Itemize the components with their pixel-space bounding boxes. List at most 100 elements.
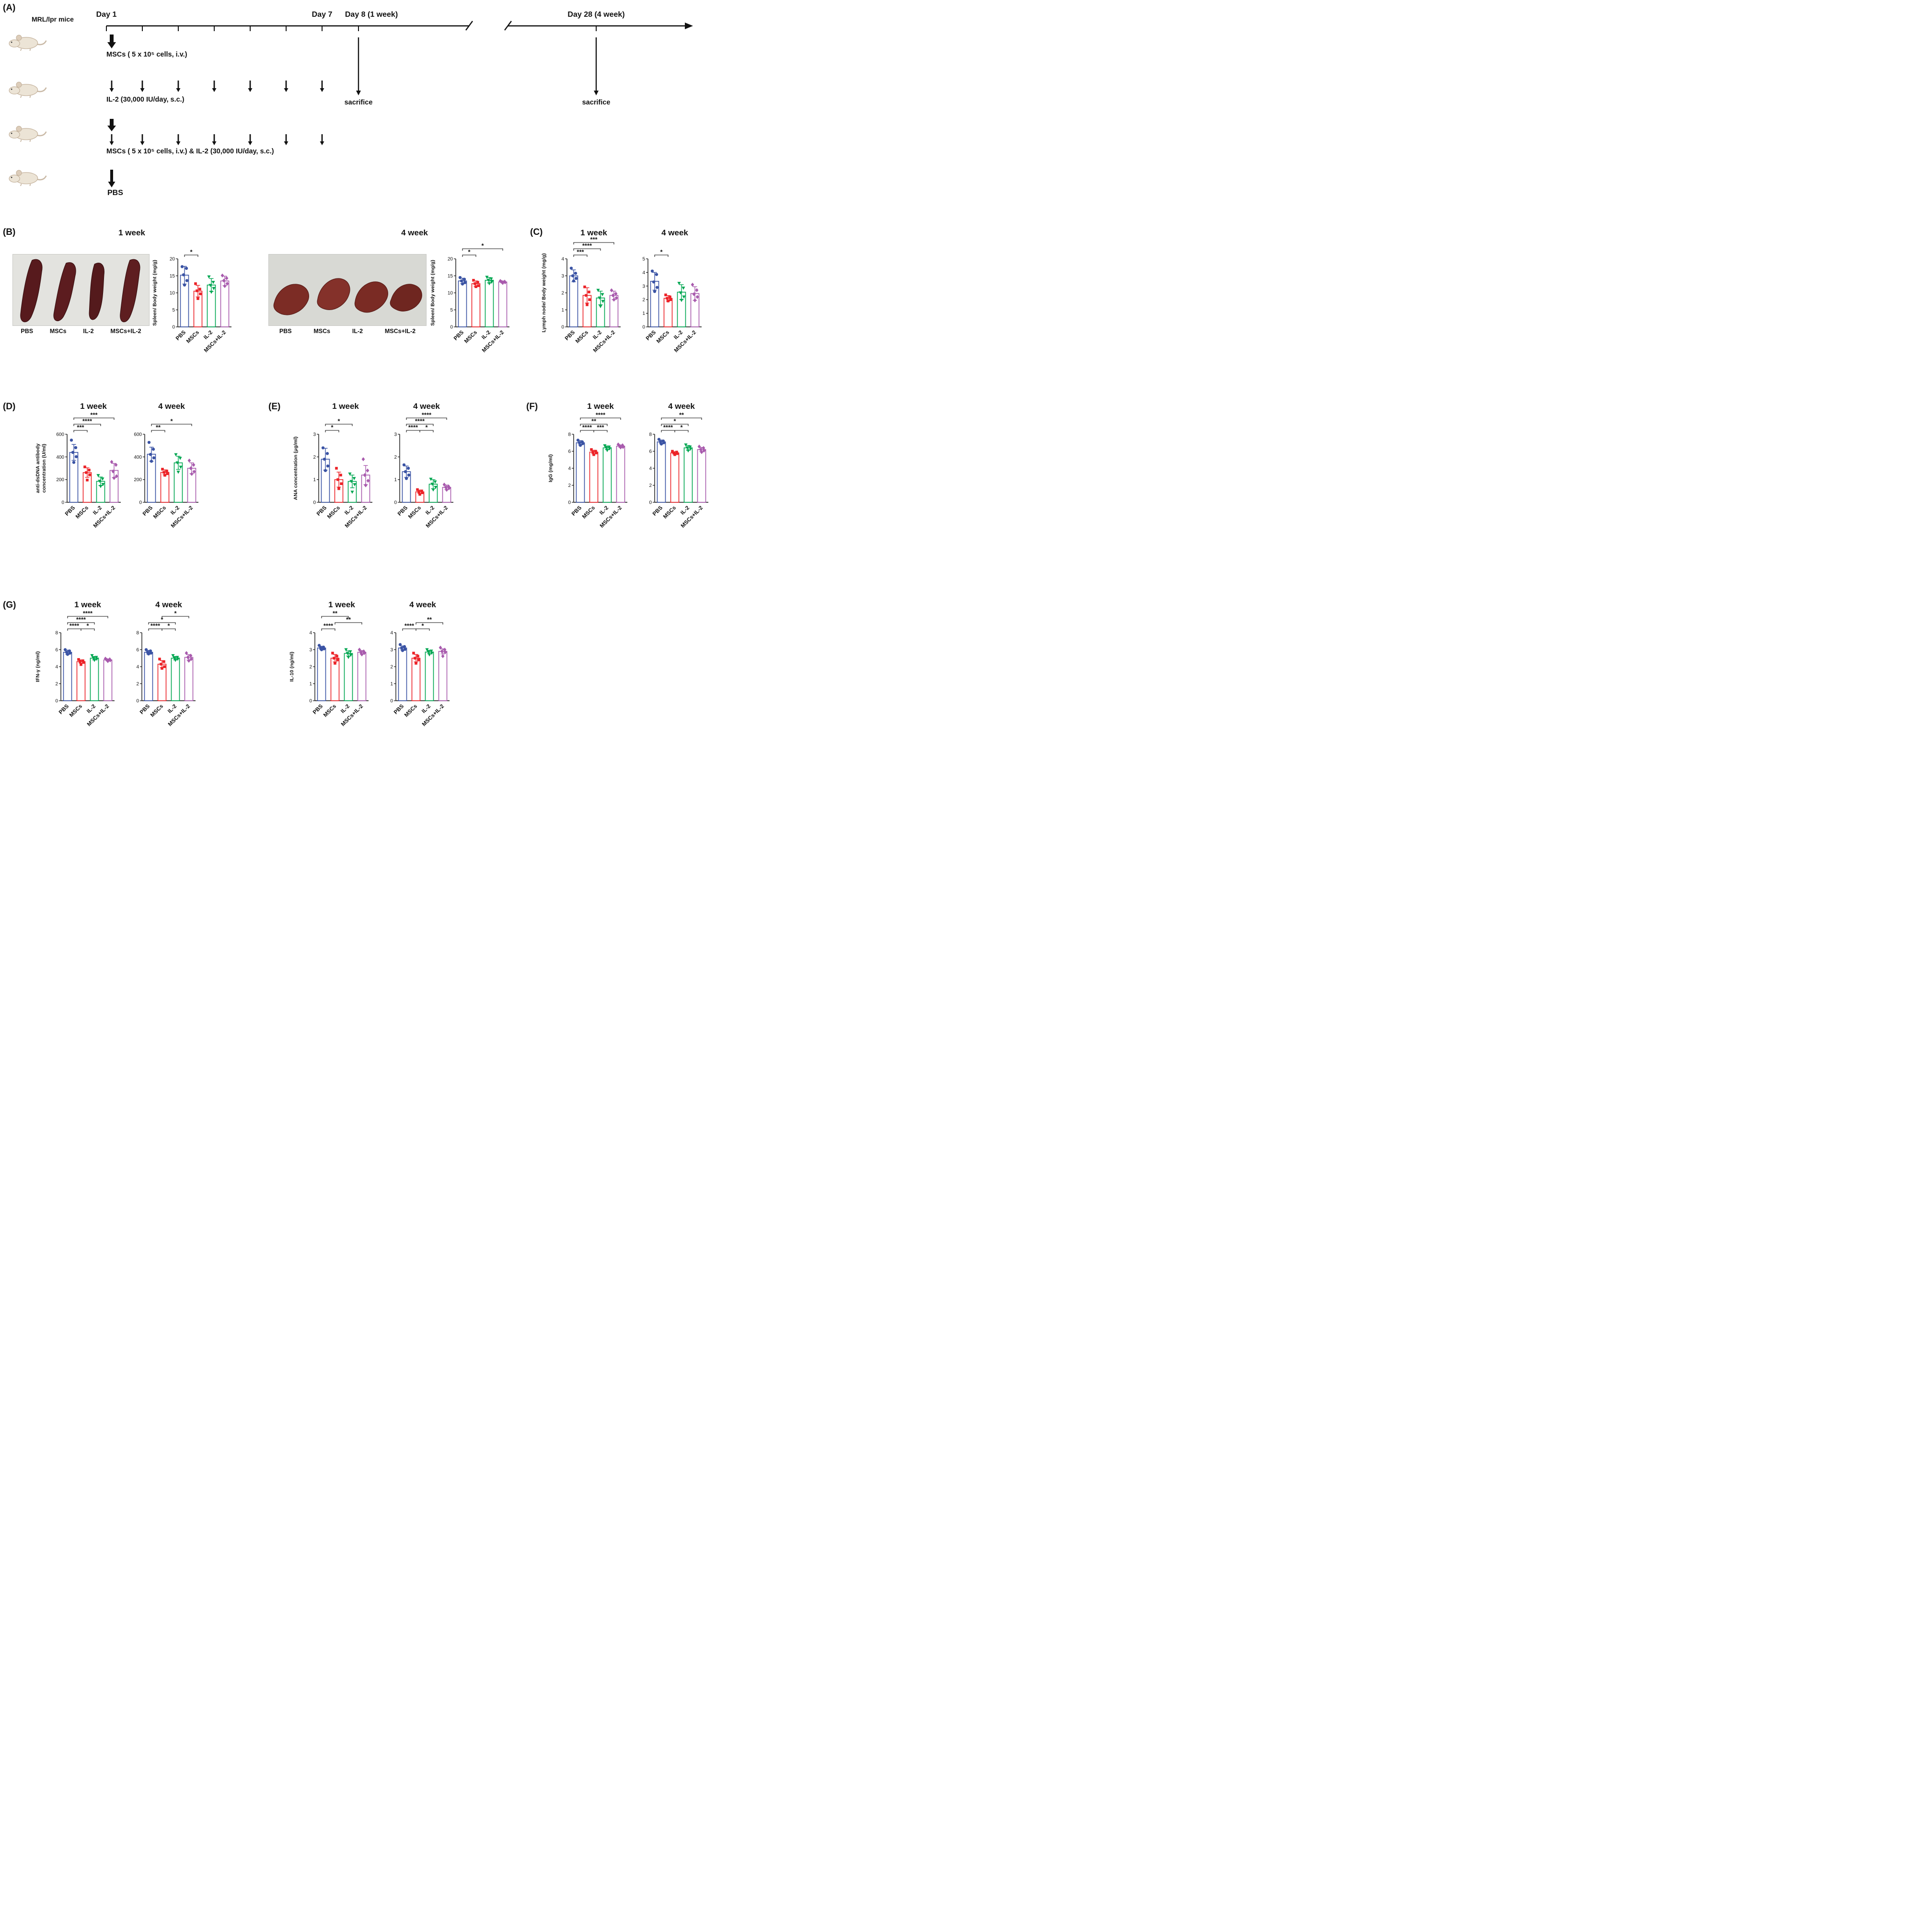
- svg-text:IgG (mg/ml): IgG (mg/ml): [548, 454, 554, 482]
- svg-text:4: 4: [642, 270, 645, 276]
- svg-text:0: 0: [390, 699, 393, 704]
- svg-text:****: ****: [582, 424, 592, 431]
- svg-text:2: 2: [394, 455, 397, 460]
- svg-text:****: ****: [408, 424, 418, 431]
- svg-text:MSCs: MSCs: [404, 704, 418, 718]
- svg-text:20: 20: [448, 257, 453, 262]
- svg-text:MSCs: MSCs: [69, 704, 83, 718]
- svg-text:*: *: [680, 424, 683, 431]
- svg-text:PBS: PBS: [316, 505, 328, 517]
- panel-e-label: (E): [268, 402, 281, 412]
- svg-text:***: ***: [90, 411, 98, 418]
- svg-text:6: 6: [136, 648, 139, 653]
- svg-text:MSCs: MSCs: [662, 505, 677, 520]
- svg-text:PBS: PBS: [139, 703, 151, 715]
- svg-text:8: 8: [136, 631, 139, 636]
- svg-text:3: 3: [394, 432, 397, 438]
- treatment-pbs-label: PBS: [107, 189, 123, 197]
- svg-text:****: ****: [76, 616, 86, 623]
- photo-group-label: MSCs+IL-2: [384, 328, 416, 335]
- svg-text:***: ***: [577, 248, 584, 255]
- panel-a-label: (A): [3, 3, 16, 13]
- svg-text:IL-2: IL-2: [92, 505, 103, 516]
- svg-text:0: 0: [561, 325, 564, 330]
- svg-text:*: *: [421, 622, 424, 629]
- svg-text:2: 2: [55, 682, 58, 687]
- mouse-icon: [8, 125, 47, 143]
- svg-text:15: 15: [448, 274, 453, 279]
- panel-f-week4-title: 4 week: [668, 402, 695, 411]
- mouse-icon: [8, 169, 47, 187]
- svg-text:IL-2: IL-2: [599, 505, 610, 516]
- svg-text:8: 8: [649, 432, 652, 438]
- photo-group-label: MSCs: [49, 328, 67, 335]
- svg-text:****: ****: [150, 622, 161, 629]
- panel-b-week4-title: 4 week: [401, 228, 428, 237]
- pbs-injection-arrow: [108, 170, 115, 187]
- svg-text:**: **: [591, 417, 597, 425]
- panel-f-week1-title: 1 week: [587, 402, 614, 411]
- svg-text:PBS: PBS: [571, 505, 583, 517]
- svg-text:MSCs: MSCs: [150, 704, 164, 718]
- svg-text:****: ****: [83, 610, 93, 617]
- svg-text:3: 3: [313, 432, 316, 438]
- svg-text:3: 3: [390, 648, 393, 653]
- svg-text:2: 2: [568, 483, 571, 488]
- svg-text:400: 400: [56, 455, 64, 460]
- svg-text:4: 4: [649, 466, 652, 472]
- svg-text:200: 200: [134, 477, 142, 483]
- svg-text:**: **: [333, 610, 338, 617]
- svg-text:1: 1: [313, 477, 316, 483]
- svg-text:****: ****: [323, 622, 334, 629]
- svg-text:2: 2: [649, 483, 652, 488]
- svg-text:Spleen/ Body weight (mg/g): Spleen/ Body weight (mg/g): [430, 260, 436, 326]
- svg-text:**: **: [679, 411, 684, 418]
- msc-injection-arrow: [107, 35, 116, 48]
- svg-text:*: *: [673, 417, 676, 425]
- spleen-photo-week1: [12, 254, 150, 326]
- sacrifice-arrow-week4: [594, 37, 599, 95]
- svg-text:***: ***: [590, 236, 598, 243]
- svg-text:****: ****: [596, 411, 606, 418]
- figure-page: (A) MRL/lpr mice Day 1 Day 7 Day 8 (1 we…: [0, 0, 767, 773]
- day7-label: Day 7: [312, 11, 333, 19]
- svg-text:2: 2: [561, 291, 564, 296]
- svg-text:PBS: PBS: [393, 703, 405, 715]
- svg-text:2: 2: [136, 682, 139, 687]
- svg-text:2: 2: [309, 665, 312, 670]
- svg-text:anti-dsDNA antibody: anti-dsDNA antibody: [35, 443, 41, 493]
- svg-text:IL-2: IL-2: [86, 704, 97, 715]
- svg-text:5: 5: [642, 257, 645, 262]
- mouse-strain-label: MRL/lpr mice: [32, 15, 74, 23]
- svg-text:MSCs: MSCs: [326, 505, 341, 520]
- svg-text:MSCs: MSCs: [75, 505, 90, 520]
- svg-text:****: ****: [415, 417, 425, 425]
- svg-text:600: 600: [56, 432, 64, 438]
- svg-text:600: 600: [134, 432, 142, 438]
- svg-text:IL-10 (ng/ml): IL-10 (ng/ml): [289, 652, 295, 682]
- svg-text:MSCs: MSCs: [575, 330, 589, 345]
- svg-text:*: *: [337, 417, 340, 425]
- svg-text:IL-2: IL-2: [592, 330, 603, 341]
- svg-text:ANA concentration (μg/ml): ANA concentration (μg/ml): [293, 437, 299, 500]
- svg-text:1: 1: [561, 308, 564, 313]
- panel-g-ifn-week4-title: 4 week: [155, 600, 182, 609]
- svg-text:***: ***: [597, 424, 604, 431]
